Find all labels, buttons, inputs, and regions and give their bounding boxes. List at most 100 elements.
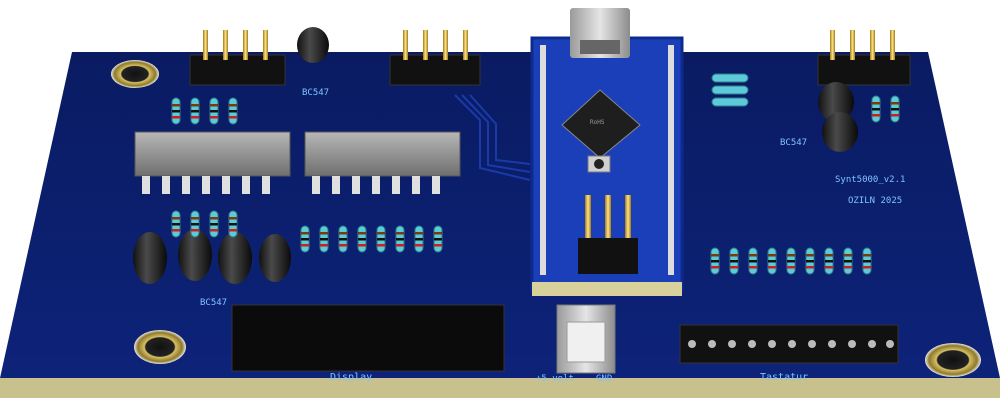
resistor-band — [730, 266, 738, 269]
resistor-band — [210, 229, 218, 232]
resistor-band — [320, 232, 328, 235]
resistor-band — [768, 266, 776, 269]
resistor-band — [301, 244, 309, 247]
label-bc547-top: BC547 — [302, 88, 329, 98]
resistor-band — [711, 260, 719, 263]
resistor-band — [891, 108, 899, 111]
resistor-array — [171, 73, 900, 275]
arduino-nano-module: RoHS — [530, 8, 684, 296]
resistor-band — [210, 104, 218, 107]
resistor-band — [229, 229, 237, 232]
resistor-band — [210, 223, 218, 226]
resistor-band — [172, 223, 180, 226]
resistor-band — [749, 266, 757, 269]
resistor-band — [844, 254, 852, 257]
resistor-band — [320, 238, 328, 241]
resistor-band — [210, 217, 218, 220]
transistor-right-1 — [818, 82, 854, 122]
label-tastatur: Tastatur — [760, 372, 808, 383]
resistor-band — [825, 266, 833, 269]
resistor-band — [358, 238, 366, 241]
resistor-band — [320, 244, 328, 247]
resistor-band — [229, 110, 237, 113]
resistor-band — [339, 232, 347, 235]
resistor-band — [191, 223, 199, 226]
label-power-gnd: GND — [596, 374, 612, 384]
resistor-band — [787, 266, 795, 269]
display-connector — [231, 304, 505, 372]
mount-hole-bottom-left — [134, 330, 186, 364]
header-top-right — [817, 30, 911, 86]
header-top-left — [189, 30, 286, 86]
resistor-band — [844, 266, 852, 269]
resistor — [711, 73, 749, 83]
resistor-band — [191, 110, 199, 113]
resistor-band — [191, 229, 199, 232]
resistor-band — [396, 232, 404, 235]
resistor-band — [768, 260, 776, 263]
resistor-band — [301, 232, 309, 235]
resistor-band — [210, 110, 218, 113]
transistor-left-2 — [178, 229, 212, 281]
resistor-band — [172, 110, 180, 113]
transistor-left-1 — [133, 232, 167, 284]
resistor-band — [229, 104, 237, 107]
board-title: Synt5000_v2.1 — [835, 175, 905, 185]
resistor-band — [825, 254, 833, 257]
mcu-chip — [561, 89, 641, 159]
resistor-band — [872, 114, 880, 117]
resistor-band — [229, 223, 237, 226]
resistor — [711, 97, 749, 107]
resistor-band — [806, 266, 814, 269]
resistor-band — [191, 217, 199, 220]
resistor-band — [434, 238, 442, 241]
resistor-band — [863, 260, 871, 263]
transistors — [133, 27, 858, 284]
resistor-band — [844, 260, 852, 263]
resistor-band — [172, 217, 180, 220]
resistor-band — [191, 116, 199, 119]
resistor-band — [396, 244, 404, 247]
resistor-band — [396, 238, 404, 241]
resistor-band — [768, 254, 776, 257]
resistor-band — [377, 238, 385, 241]
transistor-right-2 — [822, 112, 858, 152]
resistor-band — [872, 108, 880, 111]
transistor-left-4 — [259, 234, 291, 282]
resistor-band — [377, 232, 385, 235]
label-power-plus: +5 volt — [536, 374, 574, 384]
resistor-band — [711, 254, 719, 257]
resistor-band — [415, 232, 423, 235]
label-display: Display — [330, 372, 372, 383]
resistor-band — [377, 244, 385, 247]
resistor-band — [863, 266, 871, 269]
mount-hole-bottom-right — [925, 343, 981, 377]
resistor-band — [358, 232, 366, 235]
resistor-band — [301, 238, 309, 241]
resistor-band — [434, 232, 442, 235]
resistor-band — [749, 254, 757, 257]
resistor-band — [339, 238, 347, 241]
mcu-logo: RoHS — [590, 119, 605, 126]
resistor-band — [415, 244, 423, 247]
keyboard-header — [679, 324, 899, 364]
resistor-band — [787, 260, 795, 263]
resistor-band — [415, 238, 423, 241]
resistor-band — [172, 116, 180, 119]
resistor-band — [229, 116, 237, 119]
ic-dip-left — [134, 131, 291, 194]
resistor-band — [711, 266, 719, 269]
label-bc547-left: BC547 — [200, 298, 227, 308]
pcb-traces — [454, 94, 531, 181]
resistor-band — [749, 260, 757, 263]
resistor-band — [806, 254, 814, 257]
board-author: OZILN 2025 — [848, 196, 902, 206]
resistor-band — [891, 114, 899, 117]
resistor-band — [358, 244, 366, 247]
resistor-band — [806, 260, 814, 263]
resistor-band — [172, 104, 180, 107]
resistor-band — [730, 254, 738, 257]
resistor-band — [825, 260, 833, 263]
mounting-holes — [111, 60, 981, 377]
